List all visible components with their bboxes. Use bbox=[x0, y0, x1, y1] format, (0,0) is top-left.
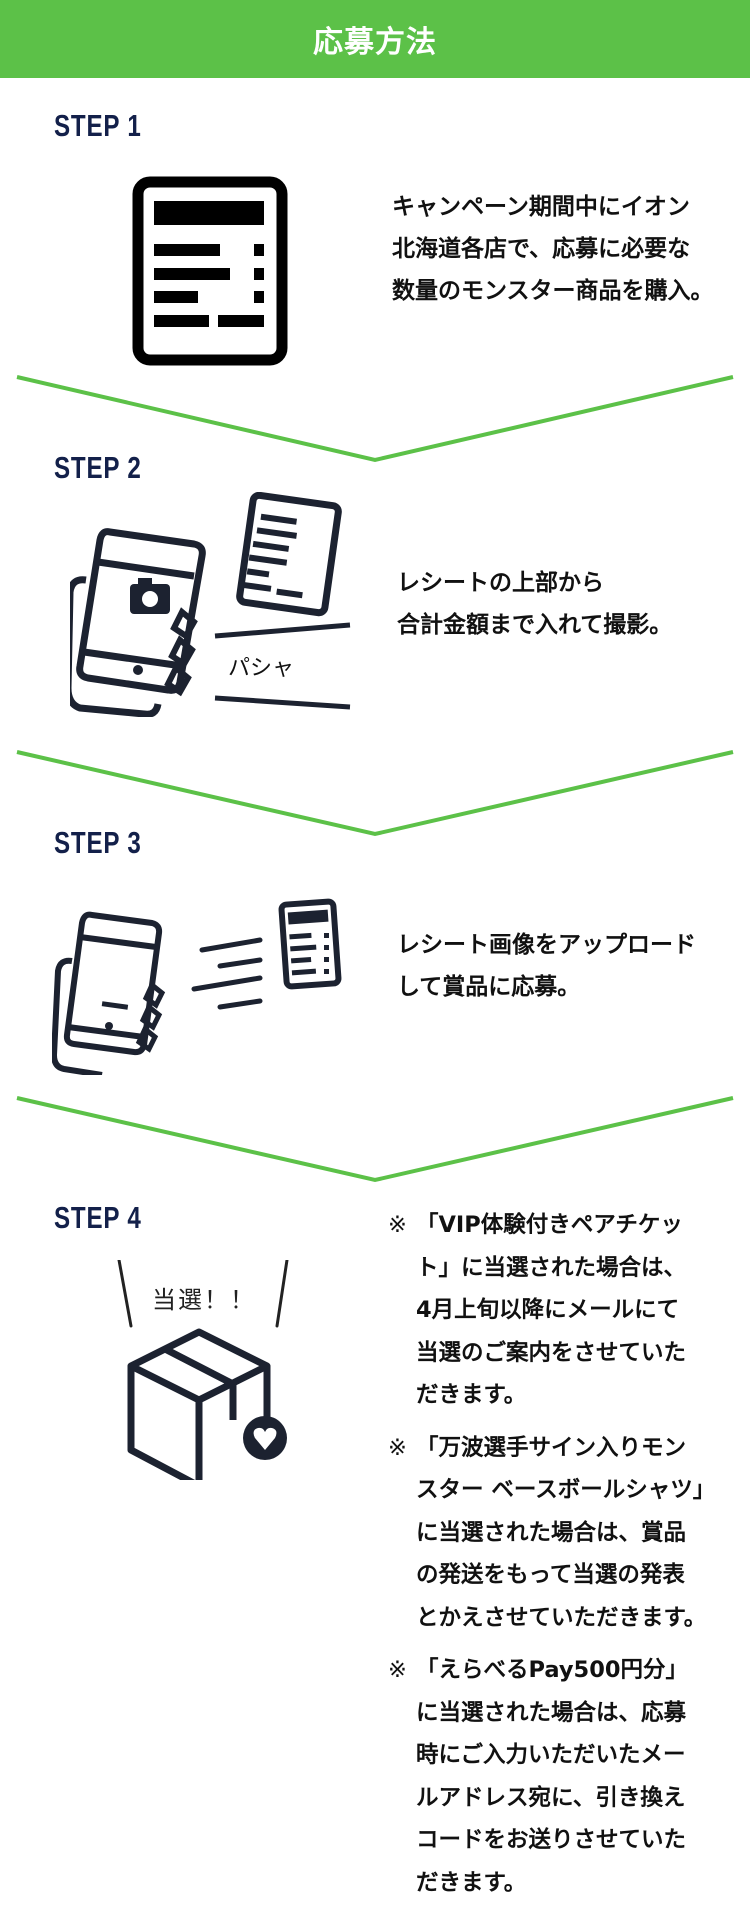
text-line: コードをお送りさせていた bbox=[416, 1827, 687, 1853]
step-2-description: レシートの上部から 合計金額まで入れて撮影。 bbox=[397, 562, 672, 646]
chevron-divider-3 bbox=[16, 1096, 734, 1183]
text-line: に当選された場合は、賞品 bbox=[416, 1519, 687, 1546]
reference-mark: ※ bbox=[388, 1434, 407, 1461]
note-signed-shirt: ※ 「万波選手サイン入りモン スター ベースボールシャツ」 に当選された場合は、… bbox=[388, 1427, 748, 1640]
step-1-label: STEP 1 bbox=[54, 108, 142, 143]
gift-box-heart-icon bbox=[117, 1260, 289, 1480]
reference-mark: ※ bbox=[388, 1212, 407, 1238]
note-erabel-pay: ※ 「えらべるPay500円分」 に当選された場合は、応募 時にご入力いただいた… bbox=[388, 1649, 748, 1904]
step-3-description: レシート画像をアップロード して賞品に応募。 bbox=[397, 924, 696, 1008]
receipt-icon bbox=[132, 176, 288, 366]
winner-caption: 当選！！ bbox=[152, 1286, 256, 1314]
text-line: ルアドレス宛に、引き換え bbox=[416, 1784, 686, 1811]
step-2-label: STEP 2 bbox=[54, 450, 142, 485]
text-line: して賞品に応募。 bbox=[397, 974, 581, 1000]
text-line: 北海道各店で、応募に必要な bbox=[392, 236, 691, 262]
chevron-divider-1 bbox=[16, 375, 734, 463]
text-line: キャンペーン期間中にイオン bbox=[392, 194, 690, 220]
reference-mark: ※ bbox=[388, 1657, 407, 1683]
text-line: レシートの上部から bbox=[397, 570, 604, 596]
text-line: レシート画像をアップロード bbox=[397, 932, 696, 958]
text-line: 「VIP体験付きペアチケッ bbox=[416, 1212, 683, 1238]
chevron-divider-2 bbox=[16, 750, 734, 837]
text-line: 合計金額まで入れて撮影。 bbox=[397, 612, 673, 638]
text-line: に当選された場合は、応募 bbox=[416, 1699, 687, 1726]
text-line: だきます。 bbox=[416, 1382, 527, 1408]
text-line: 「万波選手サイン入りモン bbox=[416, 1434, 687, 1461]
text-line: 数量のモンスター商品を購入。 bbox=[392, 278, 714, 304]
text-line: の発送をもって当選の発表 bbox=[416, 1562, 685, 1588]
text-line: 時にご入力いただいたメー bbox=[416, 1742, 686, 1768]
text-line: ト」に当選された場合は、 bbox=[416, 1254, 687, 1281]
phone-upload-receipt-icon bbox=[52, 898, 342, 1075]
text-line: 4月上旬以降にメールにて bbox=[416, 1297, 680, 1323]
text-line: とかえさせていただきます。 bbox=[416, 1604, 707, 1631]
text-line: スター ベースボールシャツ」 bbox=[416, 1477, 716, 1503]
step-4-notes: ※ 「VIP体験付きペアチケッ ト」に当選された場合は、 4月上旬以降にメールに… bbox=[388, 1204, 748, 1914]
section-title: 応募方法 bbox=[313, 25, 437, 60]
phone-camera-receipt-icon bbox=[70, 492, 351, 717]
section-header: 応募方法 bbox=[0, 0, 750, 78]
step-1-description: キャンペーン期間中にイオン 北海道各店で、応募に必要な 数量のモンスター商品を購… bbox=[392, 186, 714, 312]
text-line: 当選のご案内をさせていた bbox=[416, 1339, 687, 1366]
step-3-label: STEP 3 bbox=[54, 825, 142, 860]
text-line: だきます。 bbox=[416, 1869, 527, 1896]
shutter-sound-caption: パシャ bbox=[228, 656, 295, 681]
note-vip-ticket: ※ 「VIP体験付きペアチケッ ト」に当選された場合は、 4月上旬以降にメールに… bbox=[388, 1204, 748, 1417]
step-4-label: STEP 4 bbox=[54, 1200, 142, 1235]
text-line: 「えらべるPay500円分」 bbox=[416, 1657, 689, 1683]
